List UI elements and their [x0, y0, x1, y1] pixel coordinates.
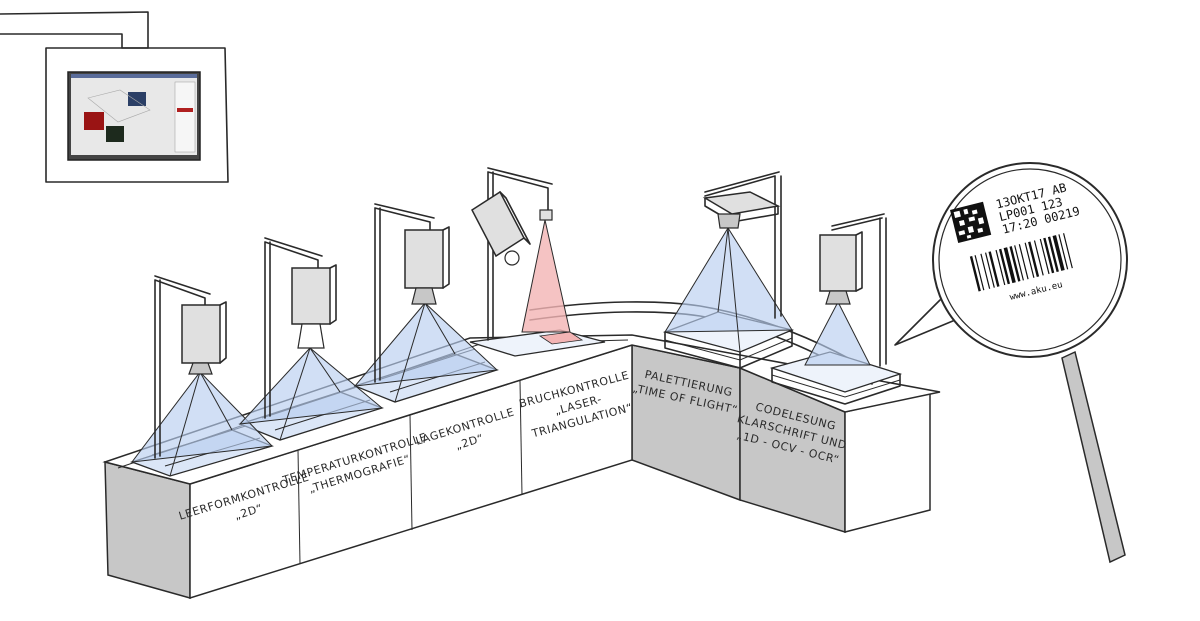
camera-icon: [404, 226, 450, 305]
barcode-bar: [1063, 233, 1073, 269]
barcode-bar: [1014, 245, 1024, 281]
barcode-bar: [984, 252, 995, 288]
barcode-bar: [1024, 242, 1035, 278]
barcode-bar: [1009, 246, 1021, 282]
barcode-bar: [969, 255, 981, 292]
laser-sensor-icon: [471, 190, 553, 266]
barcode-bar: [1018, 244, 1029, 280]
magnifier-icon: 13OKT17 AB LP001 123 17:20 00219 www.aku…: [894, 162, 1128, 564]
barcode-bar: [1033, 240, 1044, 276]
barcode-bar: [1058, 234, 1069, 270]
barcode-bar: [1028, 241, 1040, 277]
tray-station-4: [469, 329, 606, 357]
camera-icon: [181, 301, 227, 375]
gantry-station-6: [831, 213, 887, 367]
camera-icon: [291, 264, 337, 349]
gantry-station-5: [704, 171, 782, 319]
barcode-bar: [1003, 247, 1016, 284]
barcode-bar: [1047, 236, 1059, 273]
barcode-bar: [980, 253, 991, 289]
barcode-bar: [998, 248, 1011, 285]
tof-sensor-icon: [702, 191, 781, 229]
barcode-bar: [995, 249, 1006, 286]
barcode-bar: [1052, 235, 1065, 271]
barcode-bar: [988, 251, 1000, 287]
barcode-bar: [1043, 237, 1055, 274]
gantry-station-3: [374, 203, 435, 383]
datamatrix-icon: [950, 201, 992, 243]
barcode-icon: [969, 233, 1073, 292]
gantry-station-1: [154, 275, 211, 459]
barcode-bar: [974, 255, 985, 291]
gantry-station-2: [264, 237, 323, 419]
camera-icon: [819, 231, 863, 305]
barcode-bar: [1039, 238, 1050, 275]
monitor-icon: [0, 11, 229, 183]
